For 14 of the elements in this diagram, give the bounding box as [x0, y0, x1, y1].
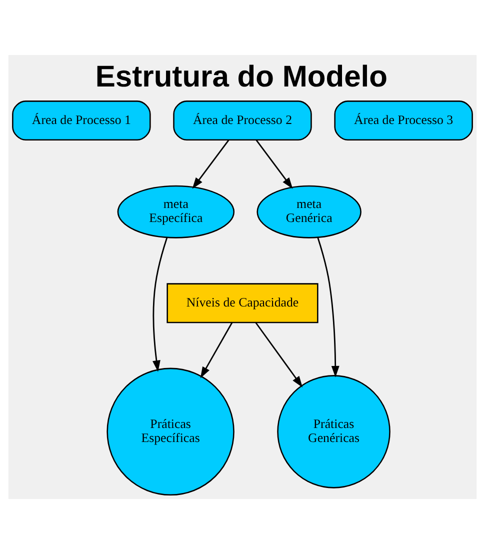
- diagram-title: Estrutura do Modelo: [95, 60, 388, 94]
- arrow: [152, 237, 168, 372]
- node-box: Área de Processo 1: [12, 100, 151, 140]
- node-box: Área de Processo 2: [173, 100, 312, 140]
- node-box: Área de Processo 3: [334, 100, 473, 140]
- node-ellipse: meta Genérica: [256, 185, 362, 238]
- arrow: [192, 140, 230, 189]
- node-ellipse: meta Específica: [117, 185, 235, 238]
- arrow: [256, 140, 293, 189]
- node-box: Níveis de Capacidade: [166, 283, 318, 324]
- node-circle: Práticas Específicas: [106, 368, 234, 496]
- arrow: [255, 322, 303, 388]
- arrow: [317, 237, 340, 378]
- arrow: [200, 322, 233, 378]
